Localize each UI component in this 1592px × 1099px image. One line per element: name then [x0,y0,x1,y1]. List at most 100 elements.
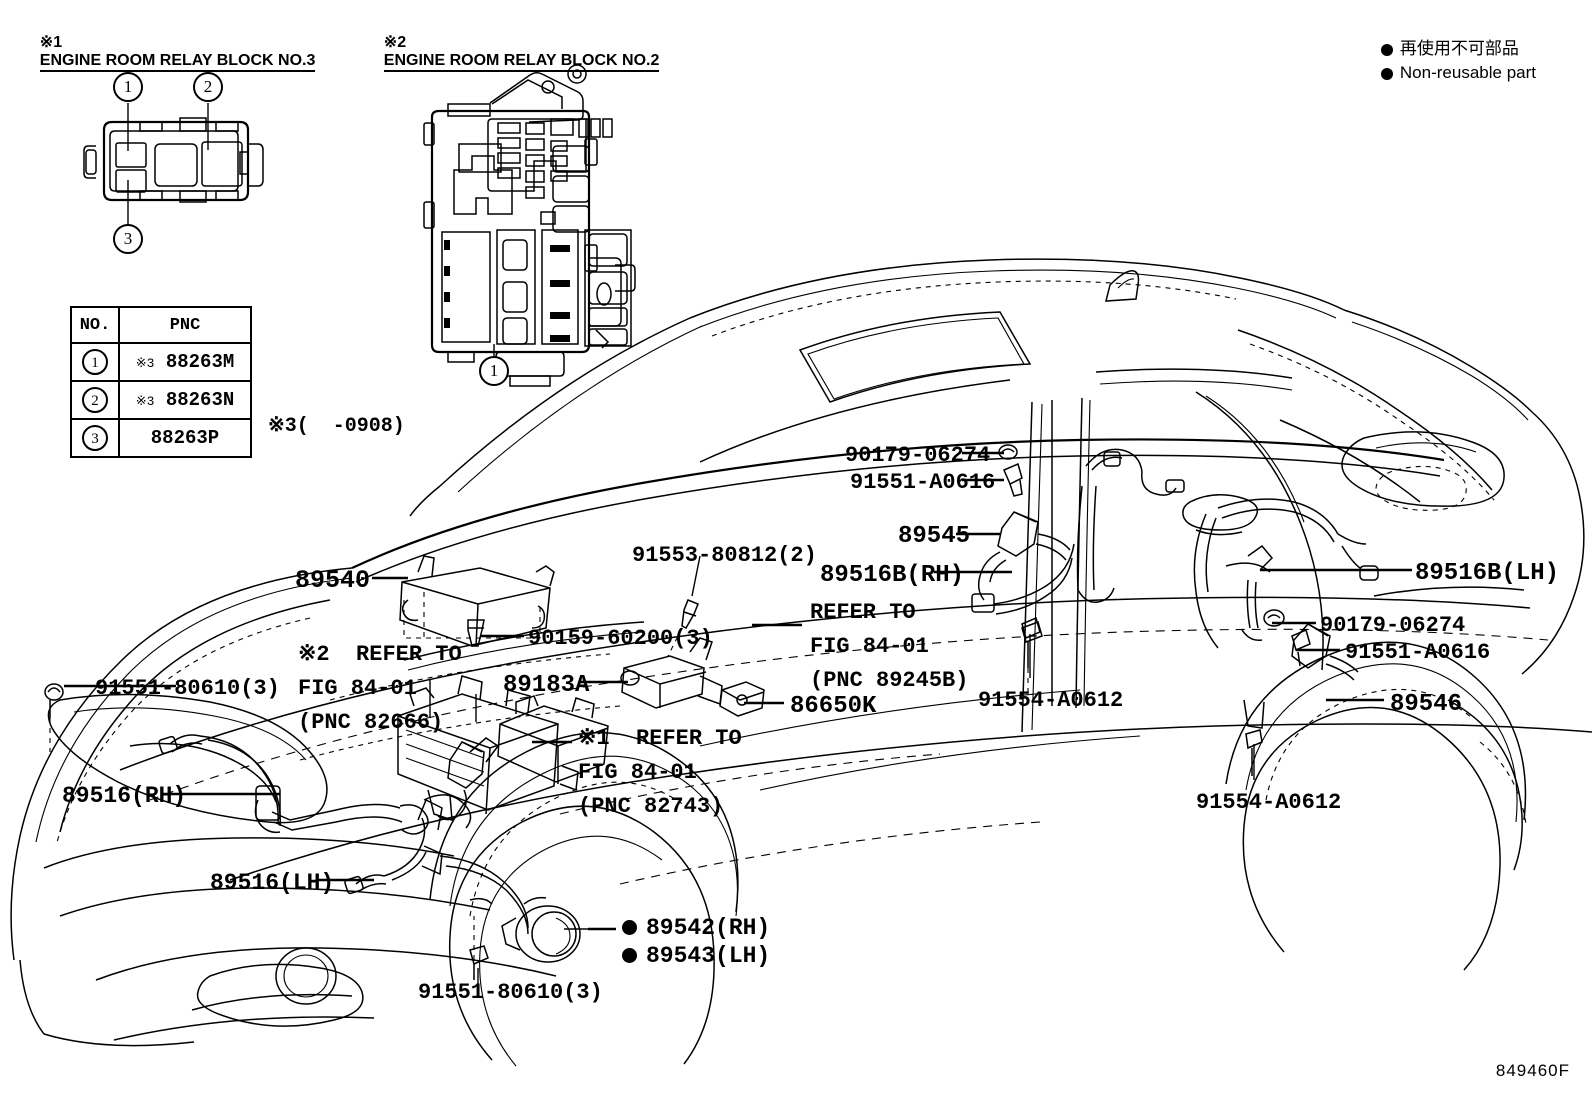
part-number-text: 89545 [898,523,971,550]
refer-to-line: (PNC 82743) [578,790,742,824]
heading-mark-2: ※2 [383,34,407,51]
callout-relay3-3: 3 [113,224,143,254]
part-number-text: 91551-A0616 [1345,640,1491,665]
part-number-label: 89545 [898,523,970,550]
relay-block-2-illustration [423,64,636,387]
legend-english-text: Non-reusable part [1399,63,1536,82]
part-number-label: 89516B(LH) [1415,560,1559,587]
part-number-text: 89543(LH) [646,943,771,969]
pnc-row-no-circle: 3 [82,425,108,451]
legend-japanese: 再使用不可部品 [1362,14,1519,79]
pnc-row-mark: ※3 [135,356,155,371]
part-number-label: 91551-A0616 [850,470,995,495]
refer-to-line: (PNC 82666) [298,706,462,740]
part-number-text: 89516B(RH) [820,562,965,589]
part-number-label: 91551-80610(3) [418,980,603,1005]
part-number-label: 91554-A0612 [978,688,1123,713]
part-number-label: 89543(LH) [622,943,770,969]
refer-to-text: (PNC 82743) [578,794,724,819]
part-number-text: 89516B(LH) [1415,560,1560,587]
part-number-text: 91554-A0612 [978,688,1124,713]
harness-89516-lh [344,798,581,963]
heading-text-1: ENGINE ROOM RELAY BLOCK NO.3 [39,52,316,72]
refer-to-text: (PNC 89245B) [810,668,969,693]
part-number-text: 90159-60200(3) [528,626,713,651]
refer-to-block: ※1 REFER TO FIG 84-01 (PNC 82743) [578,722,742,824]
pnc-table-row: 2 ※3 88263N [70,380,252,420]
part-number-label: 90159-60200(3) [528,626,713,651]
refer-to-line: REFER TO [810,596,968,630]
pnc-row-no: 1 [70,342,120,382]
part-number-label: 90179-06274 [845,443,990,468]
refer-to-text: FIG 84-01 [578,760,697,785]
pnc-table-header-row: NO. PNC [70,306,252,344]
non-reusable-dot-icon [622,920,637,936]
refer-to-line: FIG 84-01 [578,756,742,790]
harness-89516b-rh [971,444,1185,692]
part-number-text: 90179-06274 [1320,613,1466,638]
part-number-text: 90179-06274 [845,443,991,468]
part-number-label: 89546 [1390,691,1462,718]
part-number-text: 89183A [503,672,590,699]
fasteners [44,599,1263,980]
leader-lines [64,451,1412,992]
part-number-label: 89542(RH) [622,915,770,941]
part-number-label: 89540 [295,566,370,595]
pnc-row-mark: ※3 [135,394,155,409]
pnc-row-number: 88263P [150,427,220,449]
part-89540-skid-control-ecu [399,555,555,647]
pnc-row-value: ※3 88263N [118,380,252,420]
refer-to-line: FIG 84-01 [810,630,968,664]
heading-relay-block-2: ※2 ENGINE ROOM RELAY BLOCK NO.2 [366,14,660,88]
refer-to-line: ※1 REFER TO [578,722,742,756]
refer-to-line: (PNC 89245B) [810,664,968,698]
heading-relay-block-3: ※1 ENGINE ROOM RELAY BLOCK NO.3 [22,14,316,88]
part-number-label: 86650K [790,693,876,720]
refer-to-text: REFER TO [356,642,462,667]
part-number-text: 89516(RH) [62,783,187,809]
part-number-label: 89183A [503,672,589,699]
part-number-text: 89542(RH) [646,915,771,941]
refer-to-mark: ※1 [578,726,637,751]
part-number-text: 89516(LH) [210,870,335,896]
legend-english: Non-reusable part [1362,43,1536,103]
relay-boxes-on-chassis [397,675,609,822]
figure-code: 849460F [1495,1061,1570,1080]
heading-text-2: ENGINE ROOM RELAY BLOCK NO.2 [383,52,660,72]
part-86650K [719,681,765,717]
refer-to-line: ※2 REFER TO [298,638,462,672]
pnc-table-row: 3 88263P [70,418,252,458]
refer-to-block: REFER TO FIG 84-01 (PNC 89245B) [810,596,968,698]
heading-mark-1: ※1 [39,34,63,51]
refer-to-text: FIG 84-01 [298,676,417,701]
refer-to-text: REFER TO [810,600,916,625]
relay-block-3-illustration [83,103,264,225]
part-number-label: 91551-A0616 [1345,640,1490,665]
pnc-row-no: 2 [70,380,120,420]
refer-to-text: (PNC 82666) [298,710,444,735]
part-number-text: 91551-80610(3) [418,980,603,1005]
refer-to-text: REFER TO [636,726,742,751]
pnc-row-no-circle: 2 [82,387,108,413]
non-reusable-dot-icon [622,948,637,964]
part-89183A-yaw-rate-sensor [620,637,723,709]
part-number-text: 86650K [790,693,877,720]
part-number-label: 89516B(RH) [820,562,964,589]
pnc-row-no-circle: 1 [82,349,108,375]
pnc-table-note: ※3( -0908) [268,415,405,438]
pnc-row-no: 3 [70,418,120,458]
callout-relay2-1: 1 [479,356,509,386]
callout-relay3-2: 2 [193,72,223,102]
legend-japanese-text: 再使用不可部品 [1399,39,1519,58]
pnc-row-value: ※3 88263M [118,342,252,382]
non-reusable-dot-icon [1380,43,1393,56]
refer-to-block: ※2 REFER TO FIG 84-01 (PNC 82666) [298,638,462,740]
part-number-label: 91551-80610(3) [95,676,280,701]
part-number-label: 89516(RH) [62,783,186,809]
part-number-text: 91551-80610(3) [95,676,280,701]
part-number-text: 91554-A0612 [1196,790,1342,815]
callout-relay3-1: 1 [113,72,143,102]
pnc-table: NO. PNC 1 ※3 88263M 2 ※3 88263N 3 88263P [70,306,252,458]
